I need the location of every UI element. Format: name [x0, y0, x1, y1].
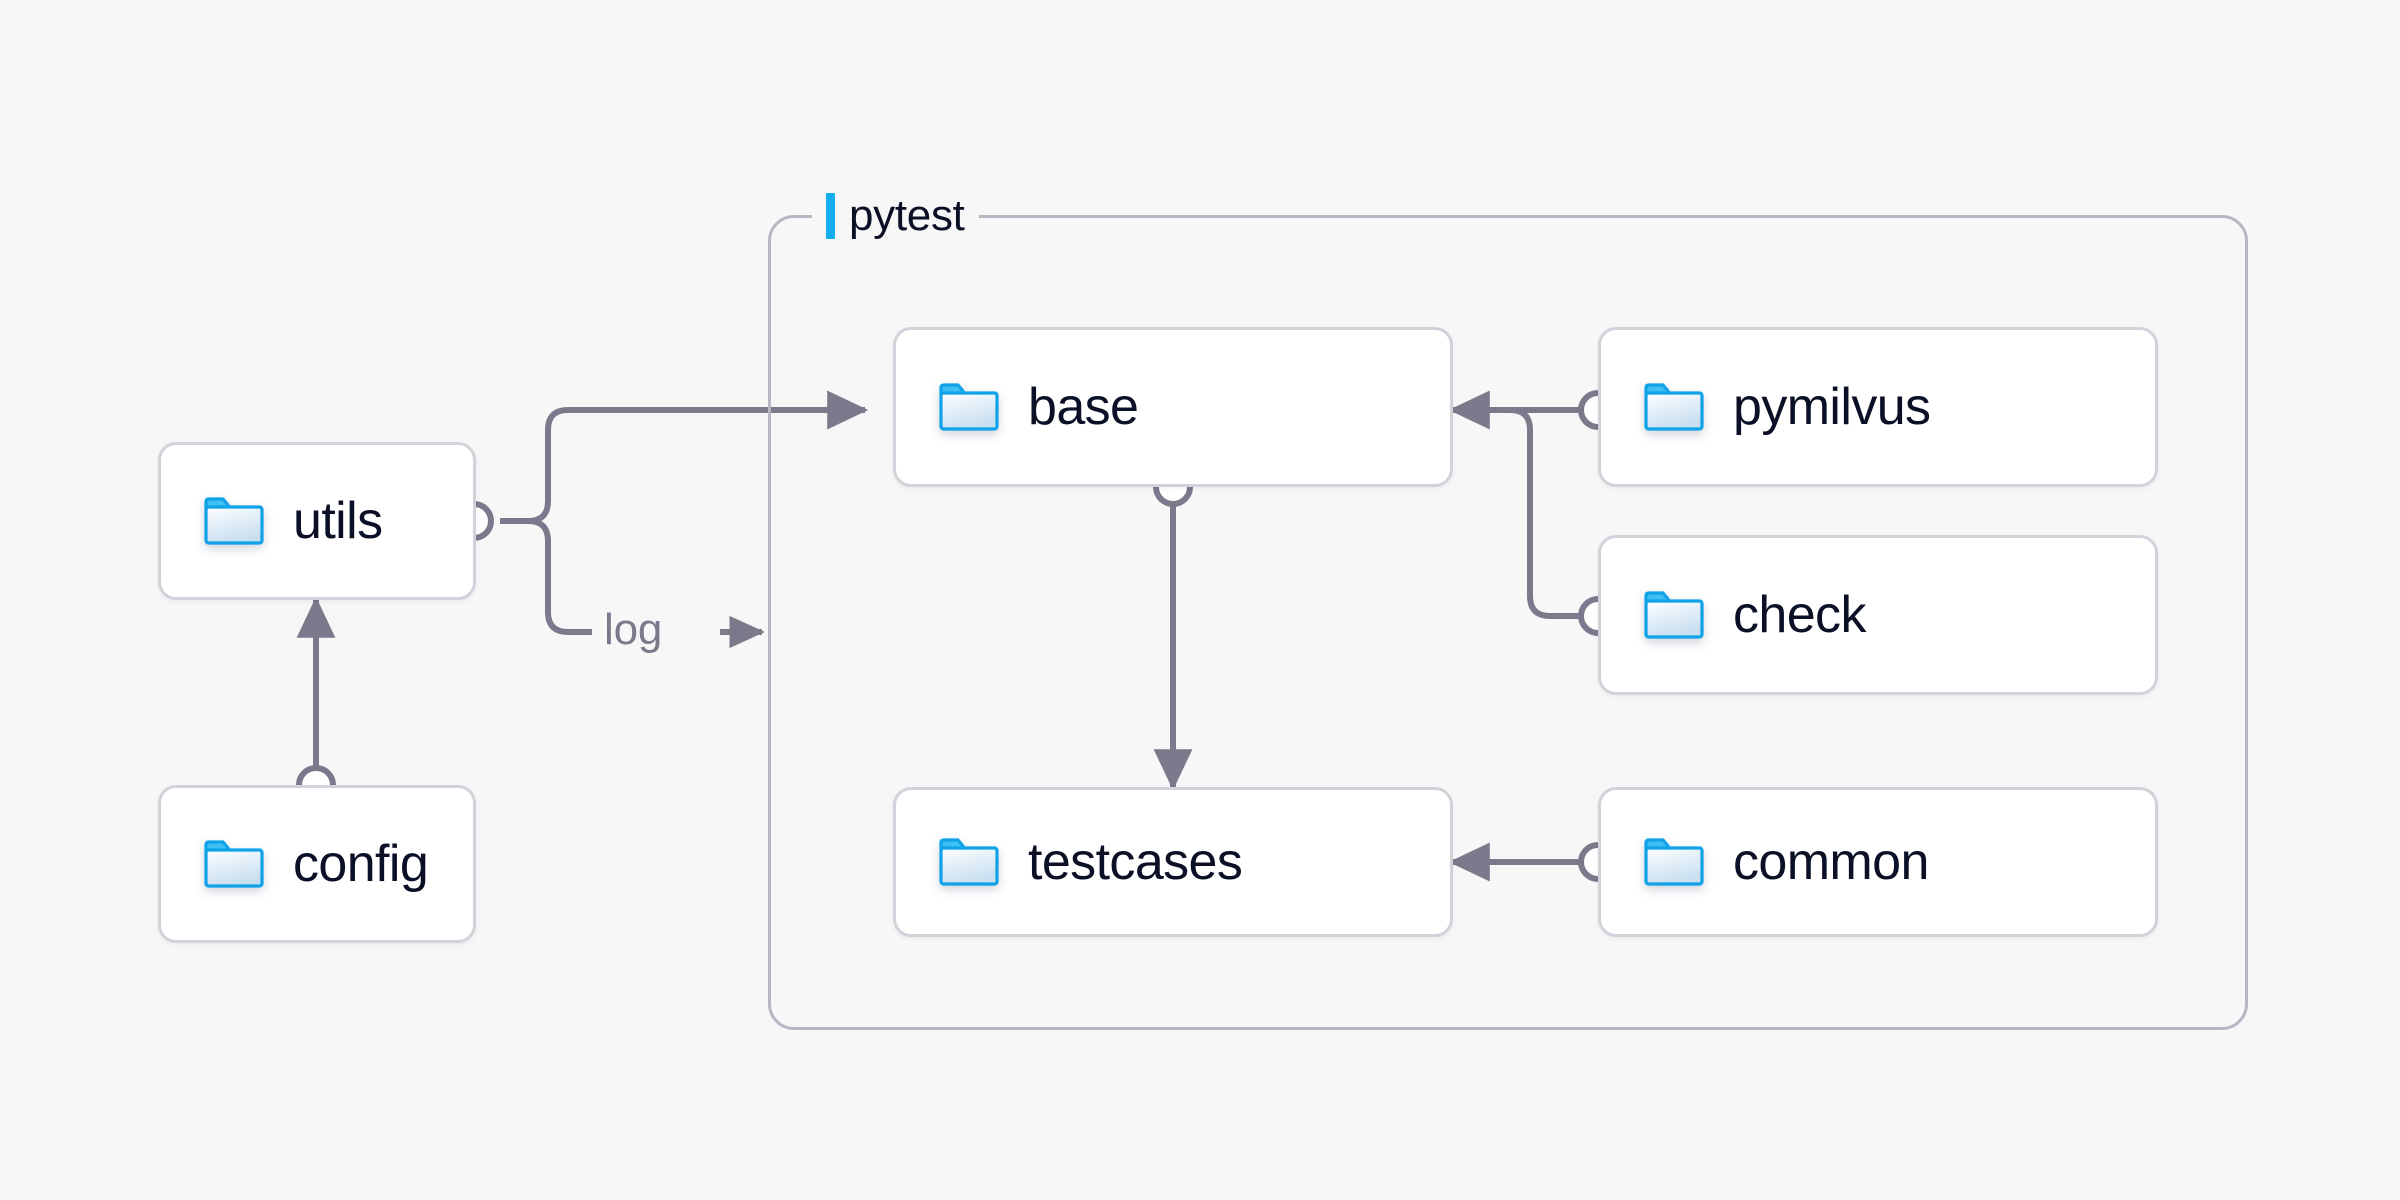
node-label: check [1733, 586, 1866, 644]
node-testcases[interactable]: testcases [893, 787, 1453, 937]
folder-icon [1643, 590, 1705, 640]
folder-icon [1643, 837, 1705, 887]
node-config[interactable]: config [158, 785, 476, 943]
node-label: config [293, 835, 429, 893]
node-check[interactable]: check [1598, 535, 2158, 695]
edge-label-log: log [604, 605, 663, 654]
node-label: base [1028, 378, 1139, 436]
node-label: utils [293, 492, 383, 550]
folder-icon [203, 839, 265, 889]
node-label: testcases [1028, 833, 1243, 891]
group-title-text: pytest [849, 191, 965, 240]
folder-icon [938, 837, 1000, 887]
node-common[interactable]: common [1598, 787, 2158, 937]
folder-icon [203, 496, 265, 546]
node-pymilvus[interactable]: pymilvus [1598, 327, 2158, 487]
group-container-pytest [768, 215, 2248, 1030]
folder-icon [938, 382, 1000, 432]
edge-utils-to-log [500, 518, 592, 635]
node-utils[interactable]: utils [158, 442, 476, 600]
group-label-pytest: pytest [812, 188, 979, 244]
node-base[interactable]: base [893, 327, 1453, 487]
node-label: pymilvus [1733, 378, 1931, 436]
folder-icon [1643, 382, 1705, 432]
accent-bar-icon [826, 193, 835, 239]
node-label: common [1733, 833, 1929, 891]
